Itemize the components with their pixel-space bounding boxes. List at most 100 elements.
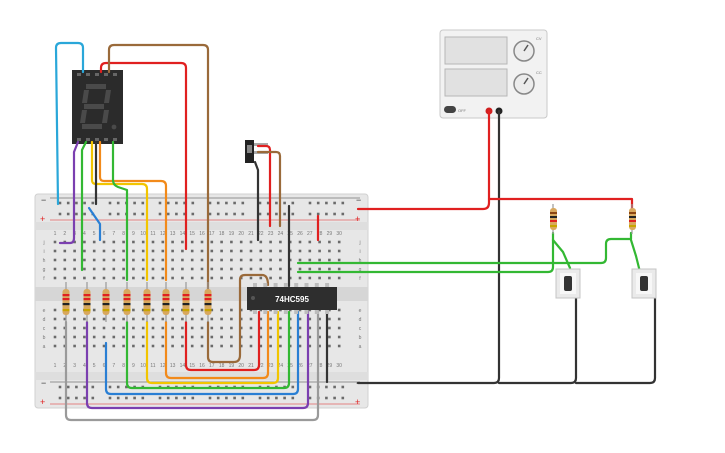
- column-number: 21: [248, 363, 254, 369]
- column-number: 6: [103, 231, 106, 237]
- resistor: [123, 282, 131, 322]
- push-button-2[interactable]: [631, 268, 657, 299]
- rail-minus-top-right: −: [356, 195, 361, 205]
- pullup-resistor-1: [550, 204, 557, 234]
- wire-red-display: [99, 61, 188, 251]
- column-number: 25: [287, 363, 293, 369]
- column-number: 16: [199, 231, 205, 237]
- column-number: 17: [209, 363, 215, 369]
- column-number: 22: [258, 231, 264, 237]
- rail-plus-bottom-right: +: [355, 397, 360, 407]
- row-letter: b: [359, 335, 362, 341]
- row-letter: f: [43, 276, 45, 282]
- row-letter: d: [359, 317, 362, 323]
- row-letter: d: [43, 317, 46, 323]
- resistor: [62, 282, 70, 322]
- column-number: 16: [199, 363, 205, 369]
- column-number: 9: [132, 363, 135, 369]
- power-supply[interactable]: CV CC OFF: [439, 29, 548, 119]
- chip-label: 74HC595: [275, 295, 309, 304]
- pullup-resistor-2: [629, 204, 636, 234]
- column-number: 17: [209, 231, 215, 237]
- row-letter: f: [359, 276, 361, 282]
- current-knob-label: CC: [536, 70, 542, 75]
- column-number: 5: [93, 231, 96, 237]
- column-number: 7: [112, 363, 115, 369]
- rail-plus-top-right: +: [355, 214, 360, 224]
- rail-plus-bottom-left: +: [40, 397, 45, 407]
- wire-green-display: [80, 140, 88, 272]
- column-number: 21: [248, 231, 254, 237]
- breadboard-holes: [53, 201, 345, 400]
- column-number: 23: [268, 363, 274, 369]
- column-number: 1: [54, 231, 57, 237]
- column-number: 10: [140, 363, 146, 369]
- column-number: 20: [238, 231, 244, 237]
- column-number: 12: [160, 363, 166, 369]
- rail-plus-top-left: +: [40, 214, 45, 224]
- rail-minus-top-left: −: [41, 195, 46, 205]
- row-letter: j: [358, 240, 360, 246]
- column-number: 30: [336, 231, 342, 237]
- column-number: 8: [122, 231, 125, 237]
- column-number: 25: [287, 231, 293, 237]
- resistor-array: [62, 282, 212, 322]
- wire-black-button-1: [497, 296, 578, 385]
- column-number: 15: [189, 231, 195, 237]
- column-number: 9: [132, 231, 135, 237]
- wire-red-switch: [256, 144, 272, 228]
- power-switch[interactable]: [444, 106, 456, 113]
- wire-brown-switch: [256, 150, 282, 228]
- column-number: 18: [219, 363, 225, 369]
- column-number: 4: [83, 231, 86, 237]
- column-number: 11: [150, 363, 155, 369]
- wire-green-display-2: [111, 140, 129, 282]
- column-number: 26: [297, 363, 303, 369]
- column-number: 19: [229, 363, 235, 369]
- wire-green-button-2b: [629, 238, 642, 274]
- column-number: 24: [278, 231, 284, 237]
- wire-red-chip: [184, 310, 261, 372]
- column-number: 8: [122, 363, 125, 369]
- resistor: [182, 282, 190, 322]
- row-letter: a: [43, 344, 46, 350]
- rail-minus-bottom-left: −: [41, 378, 46, 388]
- wire-green-chip: [125, 310, 291, 390]
- resistor: [83, 282, 91, 322]
- row-letter: c: [359, 326, 362, 332]
- wire-brown-chip: [206, 273, 270, 364]
- wire-yellow-display: [90, 140, 149, 282]
- wire-black-power: [356, 109, 501, 385]
- column-number: 6: [103, 363, 106, 369]
- wire-green-button-2: [296, 231, 633, 265]
- column-number: 28: [317, 363, 323, 369]
- column-number: 27: [307, 363, 313, 369]
- push-button-1[interactable]: [555, 268, 581, 299]
- column-number: 18: [219, 231, 225, 237]
- wire-purple-chip: [85, 310, 310, 410]
- wire-orange-chip: [164, 310, 270, 380]
- column-number: 2: [63, 231, 66, 237]
- column-number: 11: [150, 231, 155, 237]
- column-number: 28: [317, 231, 323, 237]
- row-letter: j: [42, 240, 44, 246]
- column-number: 14: [180, 363, 186, 369]
- column-number: 30: [336, 363, 342, 369]
- column-number: 14: [180, 231, 186, 237]
- column-number: 13: [170, 363, 176, 369]
- column-number: 1: [54, 363, 57, 369]
- voltage-knob-label: CV: [536, 36, 542, 41]
- wire-cyan: [54, 41, 85, 206]
- column-number: 7: [112, 231, 115, 237]
- row-letter: e: [43, 308, 46, 314]
- wire-green-button-1: [296, 231, 555, 274]
- row-letter: g: [43, 267, 46, 273]
- column-number: 13: [170, 231, 176, 237]
- wire-brown-display: [107, 43, 210, 295]
- column-number: 23: [268, 231, 274, 237]
- seven-segment-display: [72, 70, 123, 144]
